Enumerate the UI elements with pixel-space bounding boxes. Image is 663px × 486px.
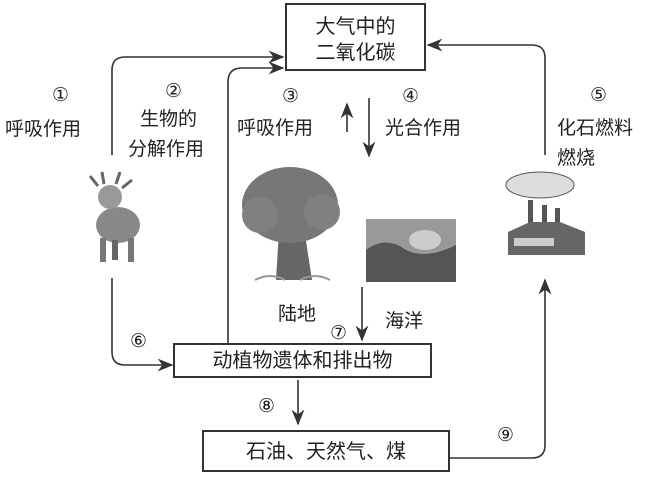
label-photosynthesis: 光合作用 — [385, 117, 462, 139]
label-ocean: 海洋 — [385, 310, 424, 332]
ocean-illustration — [366, 219, 456, 282]
tree-illustration — [242, 167, 340, 281]
label-combustion-b: 燃烧 — [557, 147, 596, 169]
label-n6: ⑥ — [130, 330, 148, 352]
label-combustion-a: 化石燃料 — [557, 117, 634, 139]
label-decomposition-b: 分解作用 — [128, 138, 205, 160]
arrow-fossil-extraction — [450, 278, 552, 459]
label-land: 陆地 — [278, 303, 317, 325]
atmosphere-line1: 大气中的 — [315, 14, 396, 38]
atmosphere-line2: 二氧化碳 — [315, 40, 396, 64]
label-n4: ④ — [402, 85, 420, 107]
label-n8: ⑧ — [258, 395, 276, 417]
label-n7: ⑦ — [330, 322, 348, 344]
label-respiration-1: 呼吸作用 — [5, 118, 82, 140]
label-decomposition-a: 生物的 — [140, 108, 198, 130]
arrow-decomposition — [227, 61, 285, 343]
label-respiration-3: 呼吸作用 — [237, 117, 314, 139]
arrow-respiration-animal — [111, 50, 285, 155]
label-n5: ⑤ — [590, 84, 608, 106]
label-n1: ① — [52, 84, 70, 106]
label-n2: ② — [165, 80, 183, 102]
remains-box: 动植物遗体和排出物 — [173, 343, 432, 378]
factory-illustration — [505, 171, 585, 255]
label-n9: ⑨ — [497, 424, 515, 446]
fossil-fuel-box: 石油、天然气、煤 — [202, 430, 450, 472]
arrow-combustion — [426, 38, 546, 155]
atmosphere-co2-box: 大气中的 二氧化碳 — [285, 3, 426, 71]
arrow-animal-remains — [111, 278, 174, 372]
label-n3: ③ — [282, 85, 300, 107]
deer-illustration — [88, 171, 140, 262]
